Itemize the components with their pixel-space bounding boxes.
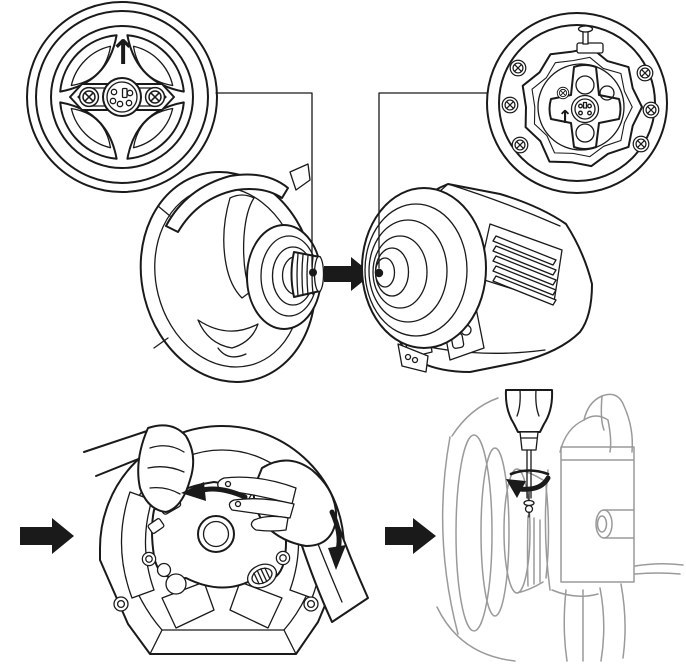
fingernail <box>224 480 232 488</box>
hub-button-round <box>165 573 187 595</box>
screwdriver-handle <box>504 389 554 433</box>
rim-edge <box>480 447 510 617</box>
callout-dot-left <box>309 268 317 277</box>
screwdriver-ferrule <box>519 431 539 451</box>
rim-edge <box>455 434 493 632</box>
callout-line-right <box>378 92 489 269</box>
up-arrow-icon: ↑ <box>109 33 138 73</box>
mount-top-pin <box>576 25 604 54</box>
up-arrow-icon: ↑ <box>557 107 572 128</box>
bracket-screw-icon <box>556 86 570 100</box>
hub-button-round <box>156 562 172 578</box>
center-boss <box>197 515 235 553</box>
attached-wheel-side-view <box>436 393 684 662</box>
fingernail <box>234 500 242 508</box>
screwdriver-rotation-arrow-icon <box>506 469 551 498</box>
wheel-rim-silhouette <box>441 436 459 635</box>
table-clamp-legs <box>563 583 626 662</box>
hub-screw-left-icon <box>78 86 100 108</box>
clamp-screw <box>595 509 635 539</box>
thumb <box>250 515 289 532</box>
finger <box>217 476 297 505</box>
steering-wheel-back-view <box>139 163 325 383</box>
screwdriver-shaft <box>526 449 532 505</box>
rotate-down-arrow-icon <box>328 509 346 570</box>
base-mount-detail-view: ↑ <box>486 12 668 194</box>
mount-cross-bracket: ↑ <box>548 64 622 150</box>
left-grip <box>120 491 155 599</box>
paddle-shifter <box>289 163 311 191</box>
rim-bottom-joints <box>149 629 297 655</box>
base-front-shaft-rings <box>361 187 487 349</box>
rim-ticks <box>153 205 171 349</box>
base-side-panel <box>560 446 635 583</box>
wheel-base-front-view <box>361 183 593 373</box>
fixing-screw <box>523 499 535 518</box>
din-connector-icon <box>570 94 600 124</box>
right-hand <box>217 459 369 623</box>
step-arrow-right-icon <box>385 518 436 554</box>
bracket-hole-bottom <box>575 123 595 143</box>
detail-inner-ring <box>50 25 194 169</box>
left-hand <box>83 424 195 513</box>
step-arrow-left-icon <box>20 518 74 554</box>
lower-spoke-right <box>229 581 283 629</box>
hub-button <box>147 518 165 534</box>
wheel-back-details <box>165 173 289 358</box>
callout-line-left <box>215 92 313 268</box>
insert-direction-arrow-icon <box>324 257 372 291</box>
vent-grille <box>477 223 563 306</box>
clamp-lever <box>634 562 684 575</box>
bracket-hole-right <box>599 85 615 101</box>
bracket-hole-top <box>575 75 595 95</box>
finger <box>228 498 295 519</box>
detail-mid-ring <box>35 10 209 184</box>
callout-dot-right <box>374 268 384 278</box>
steering-wheel-front-view <box>83 424 369 655</box>
hub-screw-right-icon <box>144 86 166 108</box>
wrist-line <box>317 543 343 603</box>
base-top-fin <box>559 393 634 453</box>
rotary-dial <box>246 563 278 589</box>
wheel-hub-back-detail-view: ↑ <box>26 1 218 193</box>
din-connector-icon <box>102 77 142 117</box>
hub-shaft <box>246 224 325 330</box>
screwdriver <box>504 389 554 518</box>
rotate-left-arrow-icon <box>181 482 248 501</box>
hub-connector-plate <box>69 77 175 117</box>
